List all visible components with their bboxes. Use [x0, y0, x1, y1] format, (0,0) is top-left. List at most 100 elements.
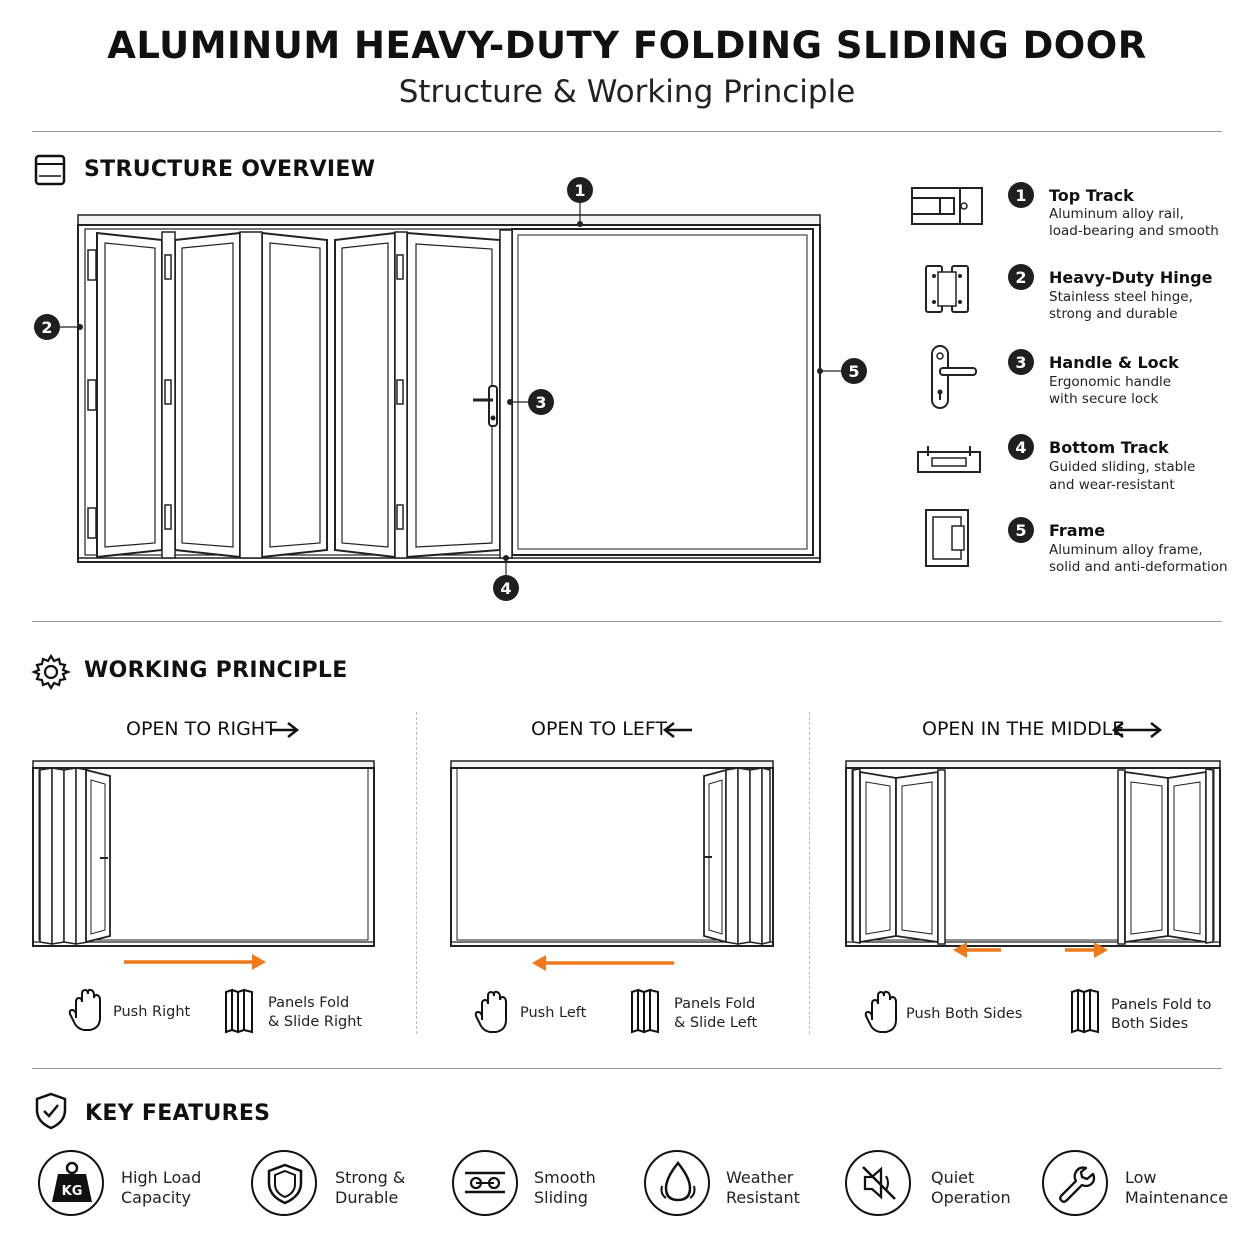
top-track [845, 760, 1221, 769]
legend-number: 2 [1008, 264, 1034, 290]
legend-desc: Aluminum alloy frame, [1049, 542, 1203, 558]
divider [416, 712, 417, 1034]
folded-panel [85, 768, 111, 944]
frame-icon [925, 509, 969, 567]
legend-desc: Stainless steel hinge, [1049, 289, 1193, 305]
weight-kg-icon: KG [52, 1161, 92, 1202]
hinge-icon [925, 265, 969, 313]
arrow-right-icon [270, 722, 300, 738]
callout-bottom-track: 4 [493, 575, 519, 601]
callout-top-track: 1 [567, 177, 593, 203]
feature-label: High Load [121, 1168, 202, 1187]
legend-name-handle-lock: Handle & Lock [1049, 353, 1179, 372]
mode-title-right: OPEN TO RIGHT [126, 718, 277, 740]
working-section-title: WORKING PRINCIPLE [84, 658, 348, 683]
caption-push: Push Right [113, 1004, 191, 1020]
working-diagrams [32, 760, 1221, 971]
handle-lock-icon [931, 345, 977, 409]
feature-badge [845, 1150, 911, 1216]
feature-label: Low [1125, 1168, 1157, 1187]
kg-label: KG [62, 1184, 83, 1199]
divider [32, 621, 1222, 622]
folded-panels-icon [225, 988, 253, 1034]
caption-fold: & Slide Left [674, 1015, 758, 1031]
feature-badge [251, 1150, 317, 1216]
caption-fold: & Slide Right [268, 1014, 363, 1030]
feature-label: Durable [335, 1188, 399, 1207]
hand-push-icon [68, 988, 101, 1031]
features-section-title: KEY FEATURES [85, 1101, 271, 1126]
roller-icon [465, 1171, 505, 1194]
hinge-strip [239, 231, 263, 559]
mode-title-middle: OPEN IN THE MIDDLE [922, 718, 1125, 740]
legend-desc: Ergonomic handle [1049, 374, 1172, 390]
mute-icon [862, 1166, 896, 1200]
feature-badge [38, 1150, 104, 1216]
caption-fold: Both Sides [1111, 1016, 1189, 1032]
legend-desc: Aluminum alloy rail, [1049, 206, 1184, 222]
window-icon [34, 154, 66, 186]
caption-push: Push Left [520, 1005, 587, 1021]
feature-label: Quiet [931, 1168, 975, 1187]
door-handle [473, 385, 498, 427]
mode-title-left: OPEN TO LEFT [531, 718, 668, 740]
page-title: ALUMINUM HEAVY-DUTY FOLDING SLIDING DOOR [107, 24, 1147, 67]
legend-desc: strong and durable [1049, 306, 1178, 322]
divider [32, 131, 1222, 132]
legend-desc: load-bearing and smooth [1049, 223, 1219, 239]
structure-section-title: STRUCTURE OVERVIEW [84, 157, 376, 182]
folded-panels-icon [631, 988, 659, 1034]
legend-name-top-track: Top Track [1049, 186, 1134, 205]
feature-badge [452, 1150, 518, 1216]
top-track-icon [911, 187, 983, 225]
shield-check-icon [35, 1092, 67, 1130]
divider [32, 1068, 1222, 1069]
caption-fold: Panels Fold [674, 996, 756, 1012]
feature-badge [1042, 1150, 1108, 1216]
page-subtitle: Structure & Working Principle [398, 74, 856, 110]
outer-frame [77, 224, 821, 563]
feature-label: Strong & [335, 1168, 406, 1187]
caption-push: Push Both Sides [906, 1006, 1023, 1022]
arrow-both-icon [1111, 722, 1163, 738]
legend-desc: with secure lock [1049, 391, 1159, 407]
hand-push-icon [864, 990, 897, 1033]
callout-frame: 5 [841, 358, 867, 384]
top-track [450, 760, 774, 769]
feature-label: Operation [931, 1188, 1011, 1207]
feature-label: Maintenance [1125, 1188, 1229, 1207]
folded-panel [725, 767, 739, 945]
caption-fold: Panels Fold to [1111, 997, 1212, 1013]
legend-number: 5 [1008, 517, 1034, 543]
feature-label: Resistant [726, 1188, 800, 1207]
legend-number: 1 [1008, 182, 1034, 208]
shield-icon [267, 1163, 303, 1205]
caption-fold: Panels Fold [268, 995, 350, 1011]
wrench-icon [1059, 1166, 1096, 1203]
folded-panel [737, 767, 751, 945]
feature-badge [644, 1150, 710, 1216]
folded-panel [859, 770, 897, 944]
folded-panel [749, 767, 763, 945]
legend-desc: and wear-resistant [1049, 477, 1175, 493]
folded-panels-icon [1071, 988, 1099, 1034]
folded-panel [761, 767, 771, 945]
legend-name-frame: Frame [1049, 521, 1106, 540]
bottom-track-icon [917, 446, 981, 473]
legend-number: 3 [1008, 349, 1034, 375]
feature-label: Smooth [534, 1168, 596, 1187]
gear-icon [31, 653, 71, 691]
top-track [32, 760, 375, 769]
legend-name-bottom-track: Bottom Track [1049, 438, 1169, 457]
arrow-left-icon [662, 722, 692, 738]
legend-name-hinge: Heavy-Duty Hinge [1049, 268, 1213, 287]
fixed-glass-panel [511, 228, 814, 556]
hand-push-icon [474, 990, 507, 1033]
legend-desc: Guided sliding, stable [1049, 459, 1196, 475]
feature-label: Sliding [534, 1188, 588, 1207]
legend-desc: solid and anti-deformation [1049, 559, 1228, 575]
feature-label: Weather [726, 1168, 794, 1187]
feature-label: Capacity [121, 1188, 191, 1207]
callout-hinge: 2 [34, 314, 60, 340]
water-drop-icon [660, 1160, 696, 1202]
